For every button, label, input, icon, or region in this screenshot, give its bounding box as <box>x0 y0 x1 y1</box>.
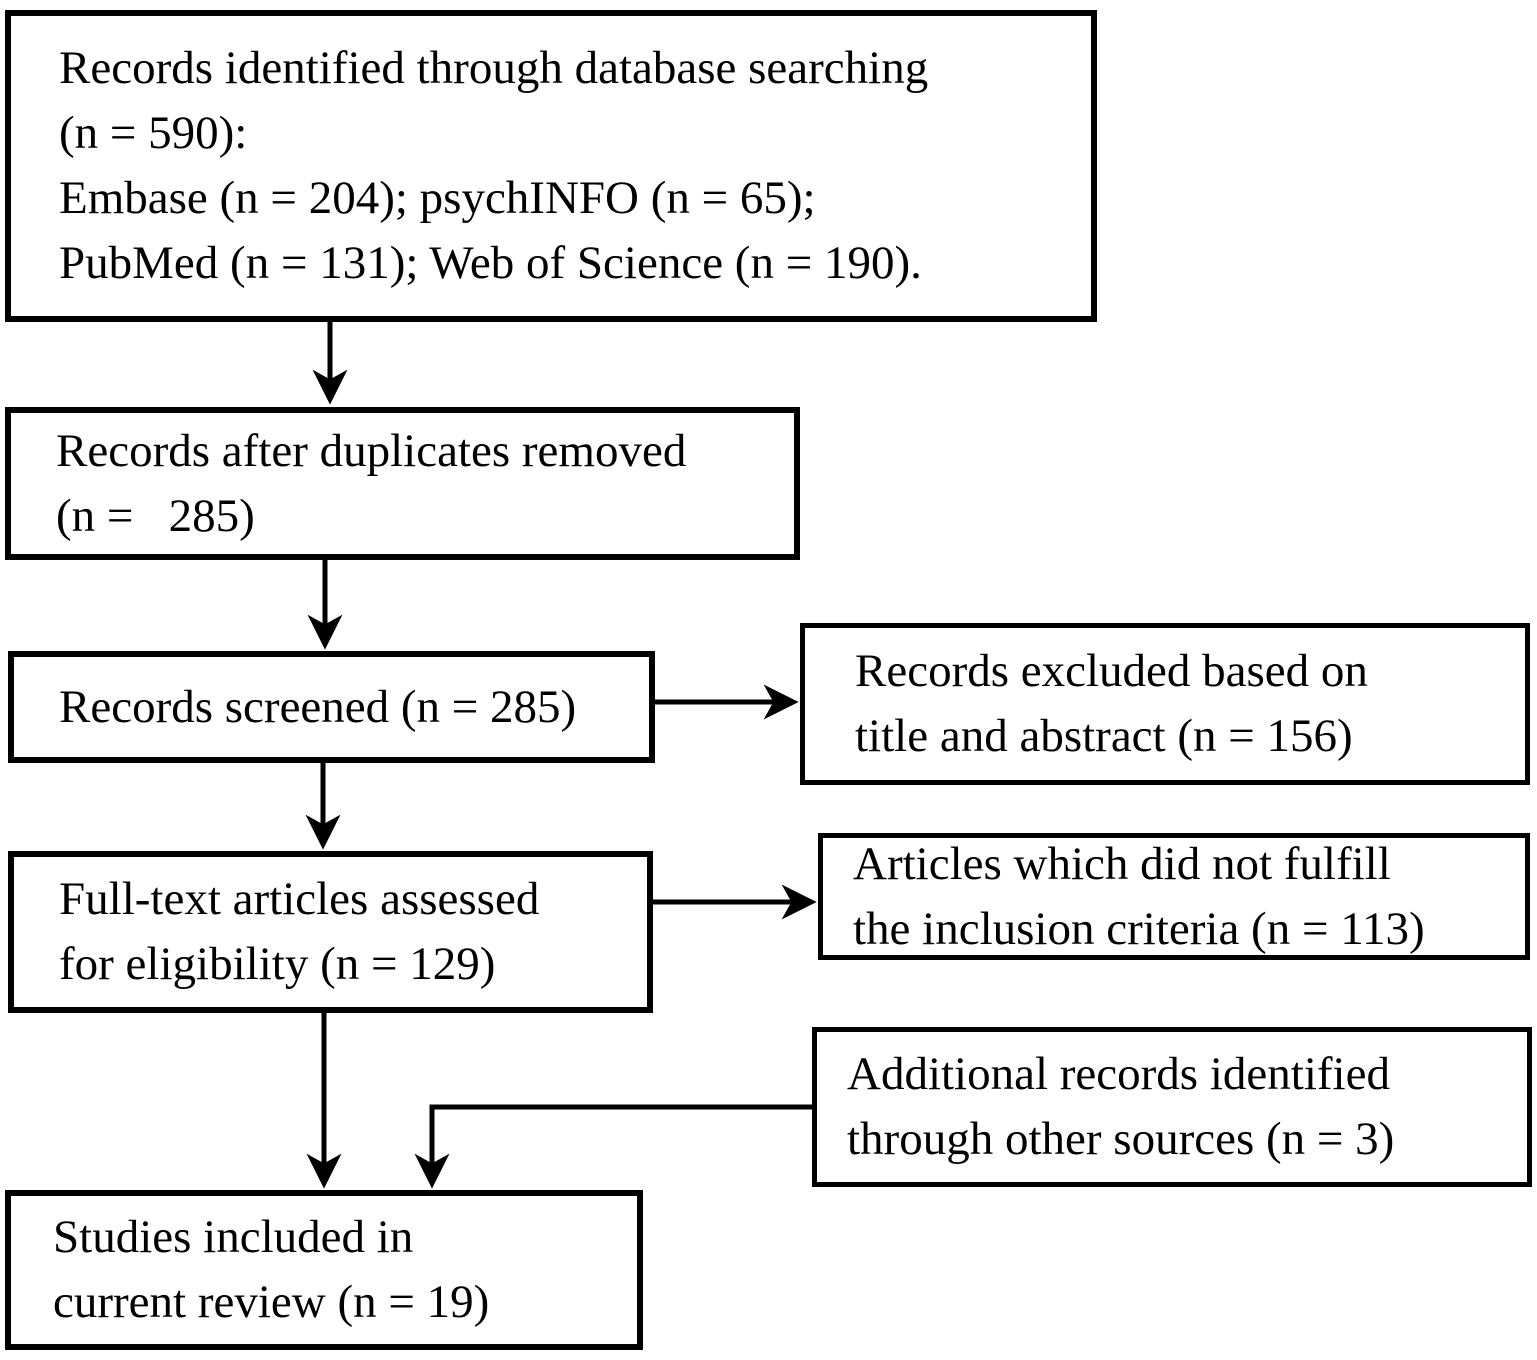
box-text-line: current review (n = 19) <box>53 1276 490 1328</box>
box-text-line: Records excluded based on <box>855 645 1368 697</box>
box-records-screened: Records screened (n = 285) <box>8 651 655 763</box>
box-text-line: the inclusion criteria (n = 113) <box>853 902 1425 955</box>
box-records-identified: Records identified through database sear… <box>5 10 1097 322</box>
box-text-line: Records screened (n = 285) <box>59 680 577 733</box>
box-text-line: Embase (n = 204); psychINFO (n = 65); <box>59 172 816 224</box>
box-text-line: (n = 285) <box>56 489 255 542</box>
box-additional-records: Additional records identified through ot… <box>812 1027 1532 1187</box>
box-records-excluded: Records excluded based on title and abst… <box>800 623 1530 785</box>
box-text-line: Additional records identified <box>847 1048 1390 1100</box>
box-text-line: (n = 590): <box>59 107 248 159</box>
box-text-line: through other sources (n = 3) <box>847 1113 1395 1165</box>
arrow-additional-to-included <box>414 1104 812 1189</box>
box-text-line: Records after duplicates removed <box>56 424 687 477</box>
box-text-line: title and abstract (n = 156) <box>855 710 1353 762</box>
box-text-line: Records identified through database sear… <box>59 42 929 94</box>
box-studies-included: Studies included in current review (n = … <box>5 1190 643 1350</box>
box-text-line: Full-text articles assessed <box>59 873 540 925</box>
box-text-line: Studies included in <box>53 1211 414 1263</box>
box-text-line: for eligibility (n = 129) <box>59 938 496 990</box>
box-duplicates-removed: Records after duplicates removed (n = 28… <box>5 407 800 560</box>
box-fulltext-assessed: Full-text articles assessed for eligibil… <box>8 851 653 1013</box>
box-text-line: PubMed (n = 131); Web of Science (n = 19… <box>59 237 922 289</box>
box-articles-not-fulfill: Articles which did not fulfill the inclu… <box>818 833 1530 960</box>
box-text-line: Articles which did not fulfill <box>853 837 1391 890</box>
